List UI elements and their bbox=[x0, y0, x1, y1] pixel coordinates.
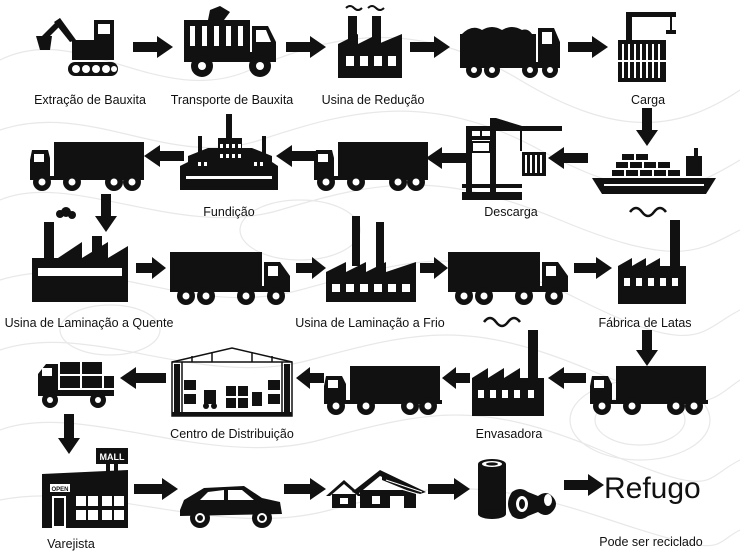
truck-icon bbox=[460, 27, 560, 78]
arrow-icon bbox=[636, 108, 658, 146]
cans-node bbox=[472, 456, 564, 522]
label-pode-reciclado: Pode ser reciclado bbox=[599, 535, 703, 549]
arrow-icon bbox=[120, 367, 166, 389]
truck-node-r2b bbox=[312, 140, 430, 192]
arrow-icon bbox=[296, 257, 326, 279]
dump-truck-icon bbox=[184, 6, 276, 77]
arrow-icon bbox=[548, 367, 586, 389]
truck-icon bbox=[448, 252, 568, 305]
truck-node-r3b bbox=[446, 250, 572, 306]
arrow-icon bbox=[296, 367, 324, 389]
factory-icon bbox=[326, 216, 416, 302]
label-fundicao: Fundição bbox=[203, 205, 255, 219]
bottler-node bbox=[470, 312, 548, 418]
truck-node-r2a bbox=[28, 140, 146, 192]
label-fabrica-latas: Fábrica de Latas bbox=[598, 316, 692, 330]
ship-icon bbox=[592, 148, 716, 194]
distribution-center-node bbox=[170, 346, 294, 418]
truck-icon bbox=[324, 366, 442, 415]
arrow-icon bbox=[133, 36, 173, 58]
ore-truck-node bbox=[458, 22, 563, 80]
delivery-truck-node bbox=[36, 360, 116, 410]
unloading-node bbox=[462, 112, 564, 200]
truck-node-r3a bbox=[168, 250, 294, 306]
retailer-node: MALL OPEN bbox=[40, 444, 132, 530]
arrow-icon bbox=[58, 414, 80, 454]
reduction-plant-node bbox=[336, 4, 406, 80]
car-icon bbox=[180, 486, 282, 528]
arrow-icon bbox=[636, 330, 658, 366]
open-sign: OPEN bbox=[51, 487, 68, 493]
label-transporte: Transporte de Bauxita bbox=[170, 93, 294, 107]
house-icon bbox=[326, 470, 426, 508]
factory-icon bbox=[338, 5, 402, 78]
refugo-text: Refugo bbox=[604, 472, 701, 505]
can-icon bbox=[478, 459, 556, 519]
arrow-icon bbox=[548, 147, 588, 169]
foundry-icon bbox=[180, 114, 278, 190]
label-descarga: Descarga bbox=[484, 205, 538, 219]
label-carga: Carga bbox=[630, 93, 666, 107]
label-extracao: Extração de Bauxita bbox=[34, 93, 146, 107]
arrow-icon bbox=[426, 147, 466, 169]
house-node bbox=[326, 466, 428, 510]
label-centro-distrib: Centro de Distribuição bbox=[170, 427, 294, 441]
arrow-icon bbox=[284, 478, 326, 500]
arrow-icon bbox=[564, 474, 604, 496]
factory-icon bbox=[618, 206, 686, 304]
arrow-icon bbox=[442, 367, 470, 389]
car-node bbox=[178, 480, 284, 530]
label-lam-quente: Usina de Laminação a Quente bbox=[4, 316, 174, 330]
mall-sign: MALL bbox=[100, 452, 125, 462]
loading-node bbox=[614, 8, 680, 84]
truck-icon bbox=[314, 142, 428, 191]
can-factory-node bbox=[616, 202, 688, 306]
arrow-icon bbox=[136, 257, 166, 279]
arrow-icon bbox=[95, 194, 117, 232]
crane-container-icon bbox=[462, 118, 562, 200]
arrow-icon bbox=[286, 36, 326, 58]
factory-icon bbox=[472, 316, 544, 416]
bauxite-transport-node bbox=[180, 6, 280, 78]
extraction-node bbox=[30, 10, 130, 80]
arrow-icon bbox=[276, 145, 316, 167]
truck-node-r4c bbox=[588, 362, 710, 418]
arrow-icon bbox=[574, 257, 612, 279]
store-icon: MALL OPEN bbox=[42, 448, 128, 528]
excavator-icon bbox=[36, 18, 118, 76]
crane-container-icon bbox=[618, 12, 676, 82]
hot-rolling-node bbox=[28, 206, 132, 304]
label-varejista: Varejista bbox=[47, 537, 95, 551]
arrow-icon bbox=[144, 145, 184, 167]
truck-icon bbox=[38, 362, 114, 408]
label-envasadora: Envasadora bbox=[475, 427, 543, 441]
arrow-icon bbox=[428, 478, 470, 500]
arrow-icon bbox=[568, 36, 608, 58]
arrow-icon bbox=[420, 257, 448, 279]
arrow-icon bbox=[134, 478, 178, 500]
warehouse-icon bbox=[171, 347, 293, 417]
ship-node bbox=[590, 146, 720, 196]
truck-icon bbox=[30, 142, 144, 191]
foundry-node bbox=[178, 112, 280, 192]
label-lam-frio: Usina de Laminação a Frio bbox=[295, 316, 445, 330]
label-reducao: Usina de Redução bbox=[321, 93, 425, 107]
truck-icon bbox=[590, 366, 708, 415]
cold-rolling-node bbox=[324, 214, 418, 304]
arrow-icon bbox=[410, 36, 450, 58]
truck-icon bbox=[170, 252, 290, 305]
truck-node-r4b bbox=[322, 362, 444, 418]
factory-icon bbox=[32, 207, 128, 302]
